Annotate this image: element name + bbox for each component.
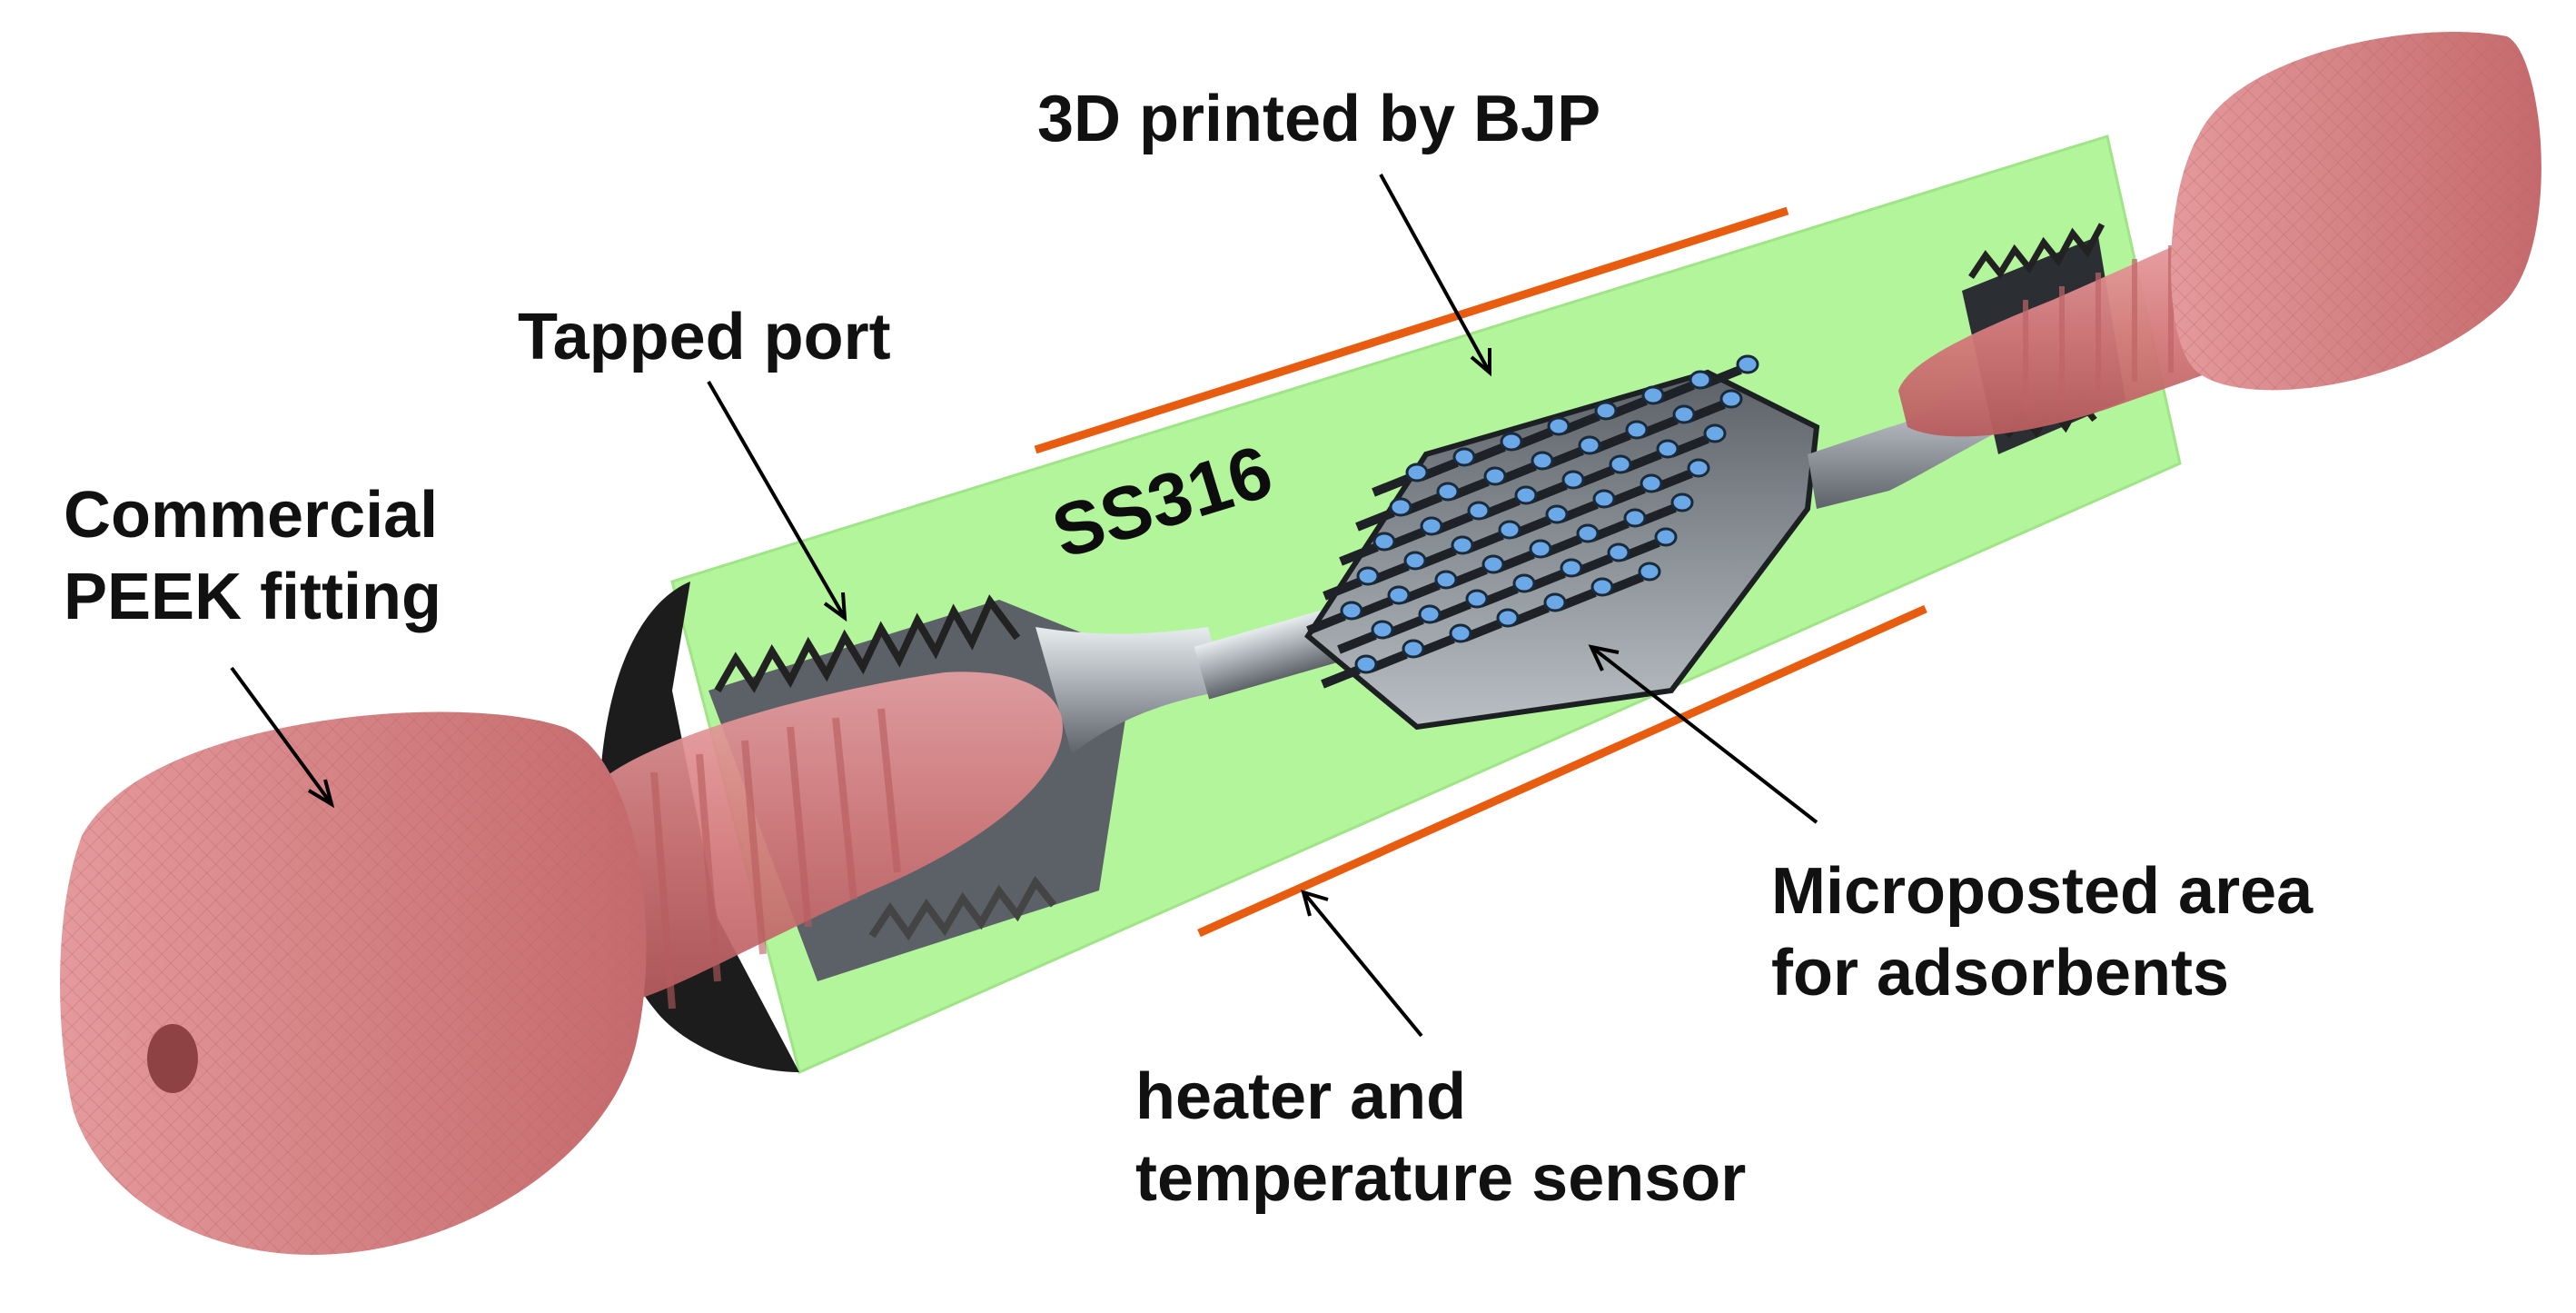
- micropost: [1625, 420, 1649, 440]
- thread-teeth: [714, 594, 1021, 693]
- micropost: [1405, 463, 1429, 482]
- micropost-shadow: [1355, 508, 1395, 532]
- micropost: [1670, 492, 1694, 512]
- micropost-shadow: [1337, 631, 1377, 654]
- micropost: [1500, 432, 1523, 452]
- micropost: [1529, 539, 1552, 559]
- micropost: [1403, 551, 1427, 571]
- heater-label: heater and temperature sensor: [1135, 1056, 1746, 1219]
- heater-strip-bottom: [1197, 604, 1927, 938]
- micropost: [1672, 404, 1696, 424]
- microposted-label: Microposted area for adsorbents: [1771, 850, 2313, 1014]
- micropost: [1641, 385, 1665, 405]
- micropost: [1371, 620, 1394, 640]
- thread-teeth: [868, 875, 1057, 941]
- tapped-port-label: Tapped port: [518, 301, 891, 373]
- micropost: [1340, 601, 1363, 621]
- micropost: [1449, 623, 1472, 643]
- micropost: [1638, 562, 1661, 582]
- fitting-label: Commercial PEEK fitting: [64, 474, 441, 638]
- micropost: [1590, 577, 1614, 597]
- micropost: [1545, 504, 1569, 524]
- fitting-hole: [147, 1024, 198, 1093]
- micropost: [1689, 370, 1712, 390]
- micropost: [1451, 535, 1474, 555]
- left-peek-fitting: [60, 671, 1063, 1255]
- micropost: [1578, 435, 1601, 455]
- pointer-arrows: [230, 174, 1818, 1038]
- arrowhead-micro: [1588, 644, 1620, 671]
- micropost-shadow: [1323, 577, 1362, 601]
- micropost-shadow: [1306, 612, 1346, 635]
- micropost: [1514, 485, 1538, 505]
- micropost: [1623, 508, 1647, 528]
- fitting-thread: [650, 708, 901, 1010]
- micropost: [1389, 497, 1412, 517]
- micropost: [1736, 354, 1759, 374]
- fitting-label-line2: PEEK fitting: [64, 561, 441, 633]
- micropost: [1498, 520, 1521, 540]
- micropost: [1531, 451, 1554, 471]
- micropost: [1483, 466, 1507, 486]
- arrow-heater: [1302, 890, 1423, 1038]
- arrow-bjp: [1379, 174, 1491, 373]
- micropost: [1687, 458, 1710, 478]
- arrowhead-bjp: [1470, 348, 1491, 377]
- arrowhead-fitting: [307, 779, 335, 809]
- micropost: [1434, 570, 1458, 590]
- micropost: [1560, 558, 1583, 578]
- thread-teeth: [1968, 223, 2105, 280]
- fitting-label-line1: Commercial: [64, 479, 439, 552]
- heater-label-line2: temperature sensor: [1135, 1142, 1747, 1215]
- arrowhead-tapped: [823, 592, 847, 622]
- micropost: [1387, 585, 1411, 605]
- micropost: [1719, 389, 1743, 409]
- micropost: [1576, 523, 1600, 543]
- micropost: [1465, 589, 1489, 609]
- arrow-micro: [1590, 645, 1818, 824]
- micropost: [1418, 604, 1442, 624]
- microposted-label-line2: for adsorbents: [1771, 937, 2230, 1010]
- micropost: [1402, 639, 1425, 659]
- heater-label-line1: heater and: [1135, 1060, 1467, 1133]
- inlet-channel: [1035, 609, 1341, 754]
- micropost: [1420, 516, 1443, 536]
- micropost-chamber: [1304, 354, 1820, 731]
- channel-tube: [1194, 609, 1341, 700]
- right-peek-fitting: [1898, 31, 2541, 437]
- arrow-fitting: [230, 666, 333, 806]
- arrowhead-heater: [1301, 890, 1329, 917]
- micropost: [1436, 482, 1460, 502]
- micropost: [1467, 501, 1491, 521]
- micropost: [1356, 566, 1380, 586]
- micropost: [1452, 447, 1476, 467]
- micropost: [1481, 554, 1505, 574]
- micropost: [1496, 608, 1520, 628]
- micropost: [1354, 654, 1378, 674]
- micropost-shadow: [1372, 473, 1412, 497]
- micropost: [1561, 470, 1585, 490]
- micropost: [1656, 439, 1679, 459]
- micropost: [1654, 527, 1678, 547]
- micropost: [1372, 532, 1396, 552]
- micropost-shadow: [1339, 542, 1379, 566]
- micropost: [1592, 489, 1616, 509]
- micropost-array: [1306, 354, 1759, 689]
- micropost: [1512, 573, 1536, 593]
- printed-by-label: 3D printed by BJP: [1037, 83, 1601, 155]
- fitting-thread: [2023, 234, 2210, 409]
- micropost: [1547, 416, 1570, 436]
- micropost: [1703, 423, 1727, 443]
- micropost: [1607, 542, 1630, 562]
- micropost-shadow: [1321, 665, 1361, 689]
- micropost: [1543, 592, 1567, 612]
- micropost: [1640, 473, 1663, 493]
- micropost: [1594, 401, 1618, 421]
- microposted-label-line1: Microposted area: [1771, 855, 2313, 928]
- micropost: [1609, 454, 1632, 474]
- heater-strip-top: [1034, 206, 1789, 454]
- arrow-tapped: [707, 381, 847, 619]
